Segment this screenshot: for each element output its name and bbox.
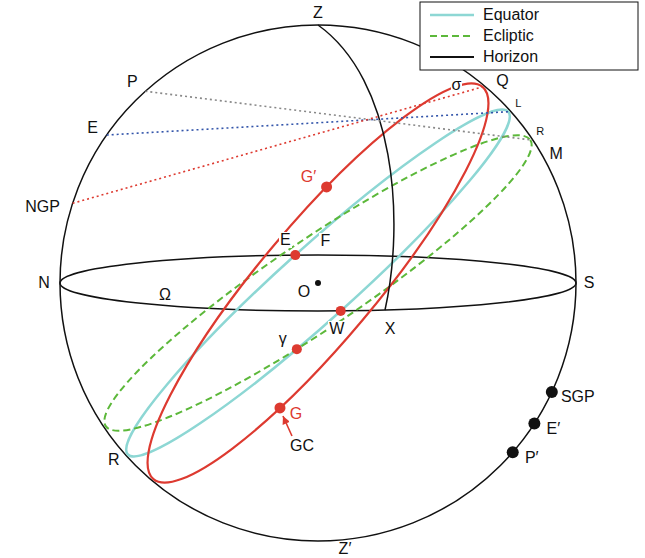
west-point-dot [336,306,346,316]
vertical-circle-arc [318,25,394,310]
legend-text: Horizon [482,49,539,65]
point-label: GC [289,438,315,454]
point-label: P [126,74,139,90]
south-ecliptic-pole-dot [528,418,540,430]
equator-circle [104,85,533,481]
legend-text: Ecliptic [482,28,535,44]
legend-text: Equator [482,7,540,23]
point-label: γ [278,331,288,347]
ecliptic-circle [81,103,555,462]
point-label: X [384,321,397,337]
point-label: SGP [560,389,596,405]
point-label: G′ [300,169,317,185]
east-point-dot [290,250,300,260]
point-label: E′ [546,421,562,437]
galactic-anticentre-dot [321,181,332,192]
point-label: Ω [158,287,172,303]
point-label: F [319,233,331,249]
sphere-centre-dot [315,280,321,286]
legend-line-sample [430,35,474,37]
ecliptic-pole-line [145,91,530,140]
galactic-circle [109,50,527,517]
point-label: E [279,232,292,248]
point-label: R [535,126,545,137]
point-label: σ [451,77,463,93]
point-label: N [37,275,51,291]
vernal-equinox-dot [292,344,302,354]
point-label: M [549,146,564,162]
point-label: Z′ [338,541,353,557]
point-label: O [297,284,311,300]
galactic-centre-dot [274,402,285,413]
point-label: S [583,275,596,291]
point-label: G [289,406,303,422]
legend-line-sample [430,56,474,58]
legend-box [420,2,638,70]
south-celestial-pole-dot [507,446,519,458]
south-galactic-pole-dot [546,386,558,398]
point-label: W [328,321,345,337]
equator-pole-line [107,112,509,135]
point-label: E [86,120,99,136]
galactic-pole-line [73,87,483,203]
point-label: Q [495,73,509,89]
point-label: Z [312,5,324,21]
point-label: R [107,452,121,468]
horizon-circle [60,255,576,311]
celestial-sphere-outline [60,25,576,541]
point-label: P′ [524,450,540,466]
point-label: NGP [24,199,61,215]
legend-line-sample [430,14,474,17]
point-label: L [514,98,522,109]
